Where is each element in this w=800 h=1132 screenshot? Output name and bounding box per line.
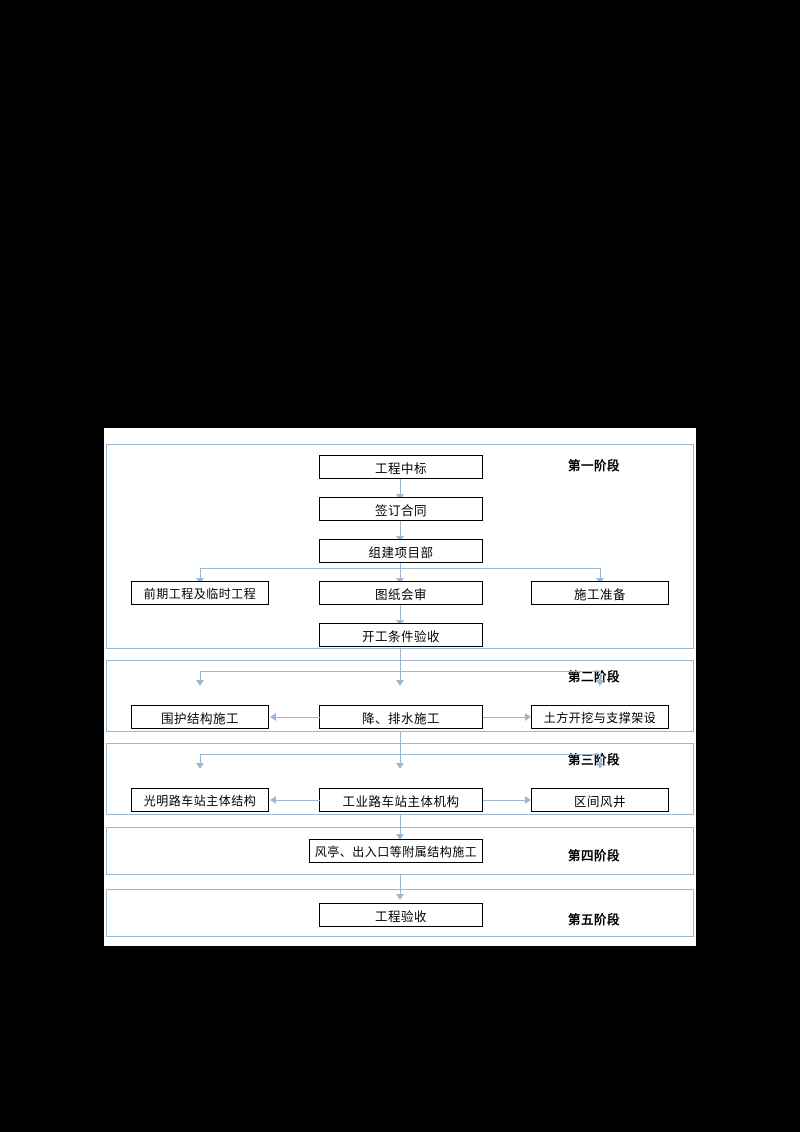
node-tuzhi-huishen[interactable]: 图纸会审	[319, 581, 483, 605]
connector-n9-n10	[483, 717, 527, 718]
stage-3-label: 第三阶段	[568, 753, 621, 767]
node-gongyelu-zhuti[interactable]: 工业路车站主体机构	[319, 788, 483, 812]
arrow-stage4-down	[396, 834, 404, 840]
node-qujian-fengjing[interactable]: 区间风井	[531, 788, 669, 812]
arrow-stage5-down	[396, 894, 404, 900]
node-qianding-hetong[interactable]: 签订合同	[319, 497, 483, 521]
connector-n5-n7	[400, 605, 401, 623]
connector-stage3-left	[200, 754, 201, 766]
connector-branch-left	[200, 568, 201, 581]
arrow-n9-n8	[270, 713, 276, 721]
node-tufang-kaiwa[interactable]: 土方开挖与支撑架设	[531, 705, 669, 729]
connector-stage2-left	[200, 671, 201, 683]
node-zujian-xiangmubu[interactable]: 组建项目部	[319, 539, 483, 563]
node-qianqi-gongcheng[interactable]: 前期工程及临时工程	[131, 581, 269, 605]
connector-stage5-down	[400, 875, 401, 897]
node-kaigong-tiaojian-yanshou[interactable]: 开工条件验收	[319, 623, 483, 647]
connector-stage2-down	[400, 649, 401, 683]
connector-n3-n5	[400, 563, 401, 581]
document-sheet: 第一阶段 工程中标 签订合同 组建项目部 前期工程及临时工程 图纸会审 施工准备…	[104, 428, 696, 946]
node-gongcheng-zhongbiao[interactable]: 工程中标	[319, 455, 483, 479]
connector-n1-n2	[400, 479, 401, 497]
node-gongcheng-yanshou[interactable]: 工程验收	[319, 903, 483, 927]
connector-n2-n3	[400, 521, 401, 539]
node-jiang-paishui-shigong[interactable]: 降、排水施工	[319, 705, 483, 729]
connector-n12-n11	[276, 800, 320, 801]
stage-1-label: 第一阶段	[568, 459, 621, 473]
connector-stage3-down	[400, 732, 401, 766]
arrow-stage2-right	[596, 680, 604, 686]
arrow-n12-n11	[270, 796, 276, 804]
connector-n9-n8	[276, 717, 320, 718]
connector-branch-bar	[200, 568, 600, 569]
arrow-stage3-left	[196, 763, 204, 769]
node-fengting-churukou[interactable]: 风亭、出入口等附属结构施工	[309, 839, 483, 863]
stage-4-label: 第四阶段	[568, 849, 621, 863]
connector-branch-right	[600, 568, 601, 581]
connector-stage4-down	[400, 815, 401, 837]
connector-n12-n13	[483, 800, 527, 801]
connector-stage3-bar	[200, 754, 600, 755]
arrow-n9-n10	[525, 713, 531, 721]
node-guangminglu-zhuti[interactable]: 光明路车站主体结构	[131, 788, 269, 812]
connector-stage2-right	[600, 671, 601, 683]
stage-5-label: 第五阶段	[568, 913, 621, 927]
arrow-stage2-left	[196, 680, 204, 686]
arrow-stage3-down	[396, 763, 404, 769]
node-weihu-jiegou-shigong[interactable]: 围护结构施工	[131, 705, 269, 729]
connector-stage3-right	[600, 754, 601, 766]
arrow-stage3-right	[596, 763, 604, 769]
arrow-stage2-down	[396, 680, 404, 686]
arrow-n12-n13	[525, 796, 531, 804]
stage-2-label: 第二阶段	[568, 670, 621, 684]
connector-stage2-bar	[200, 671, 600, 672]
node-shigong-zhunbei[interactable]: 施工准备	[531, 581, 669, 605]
